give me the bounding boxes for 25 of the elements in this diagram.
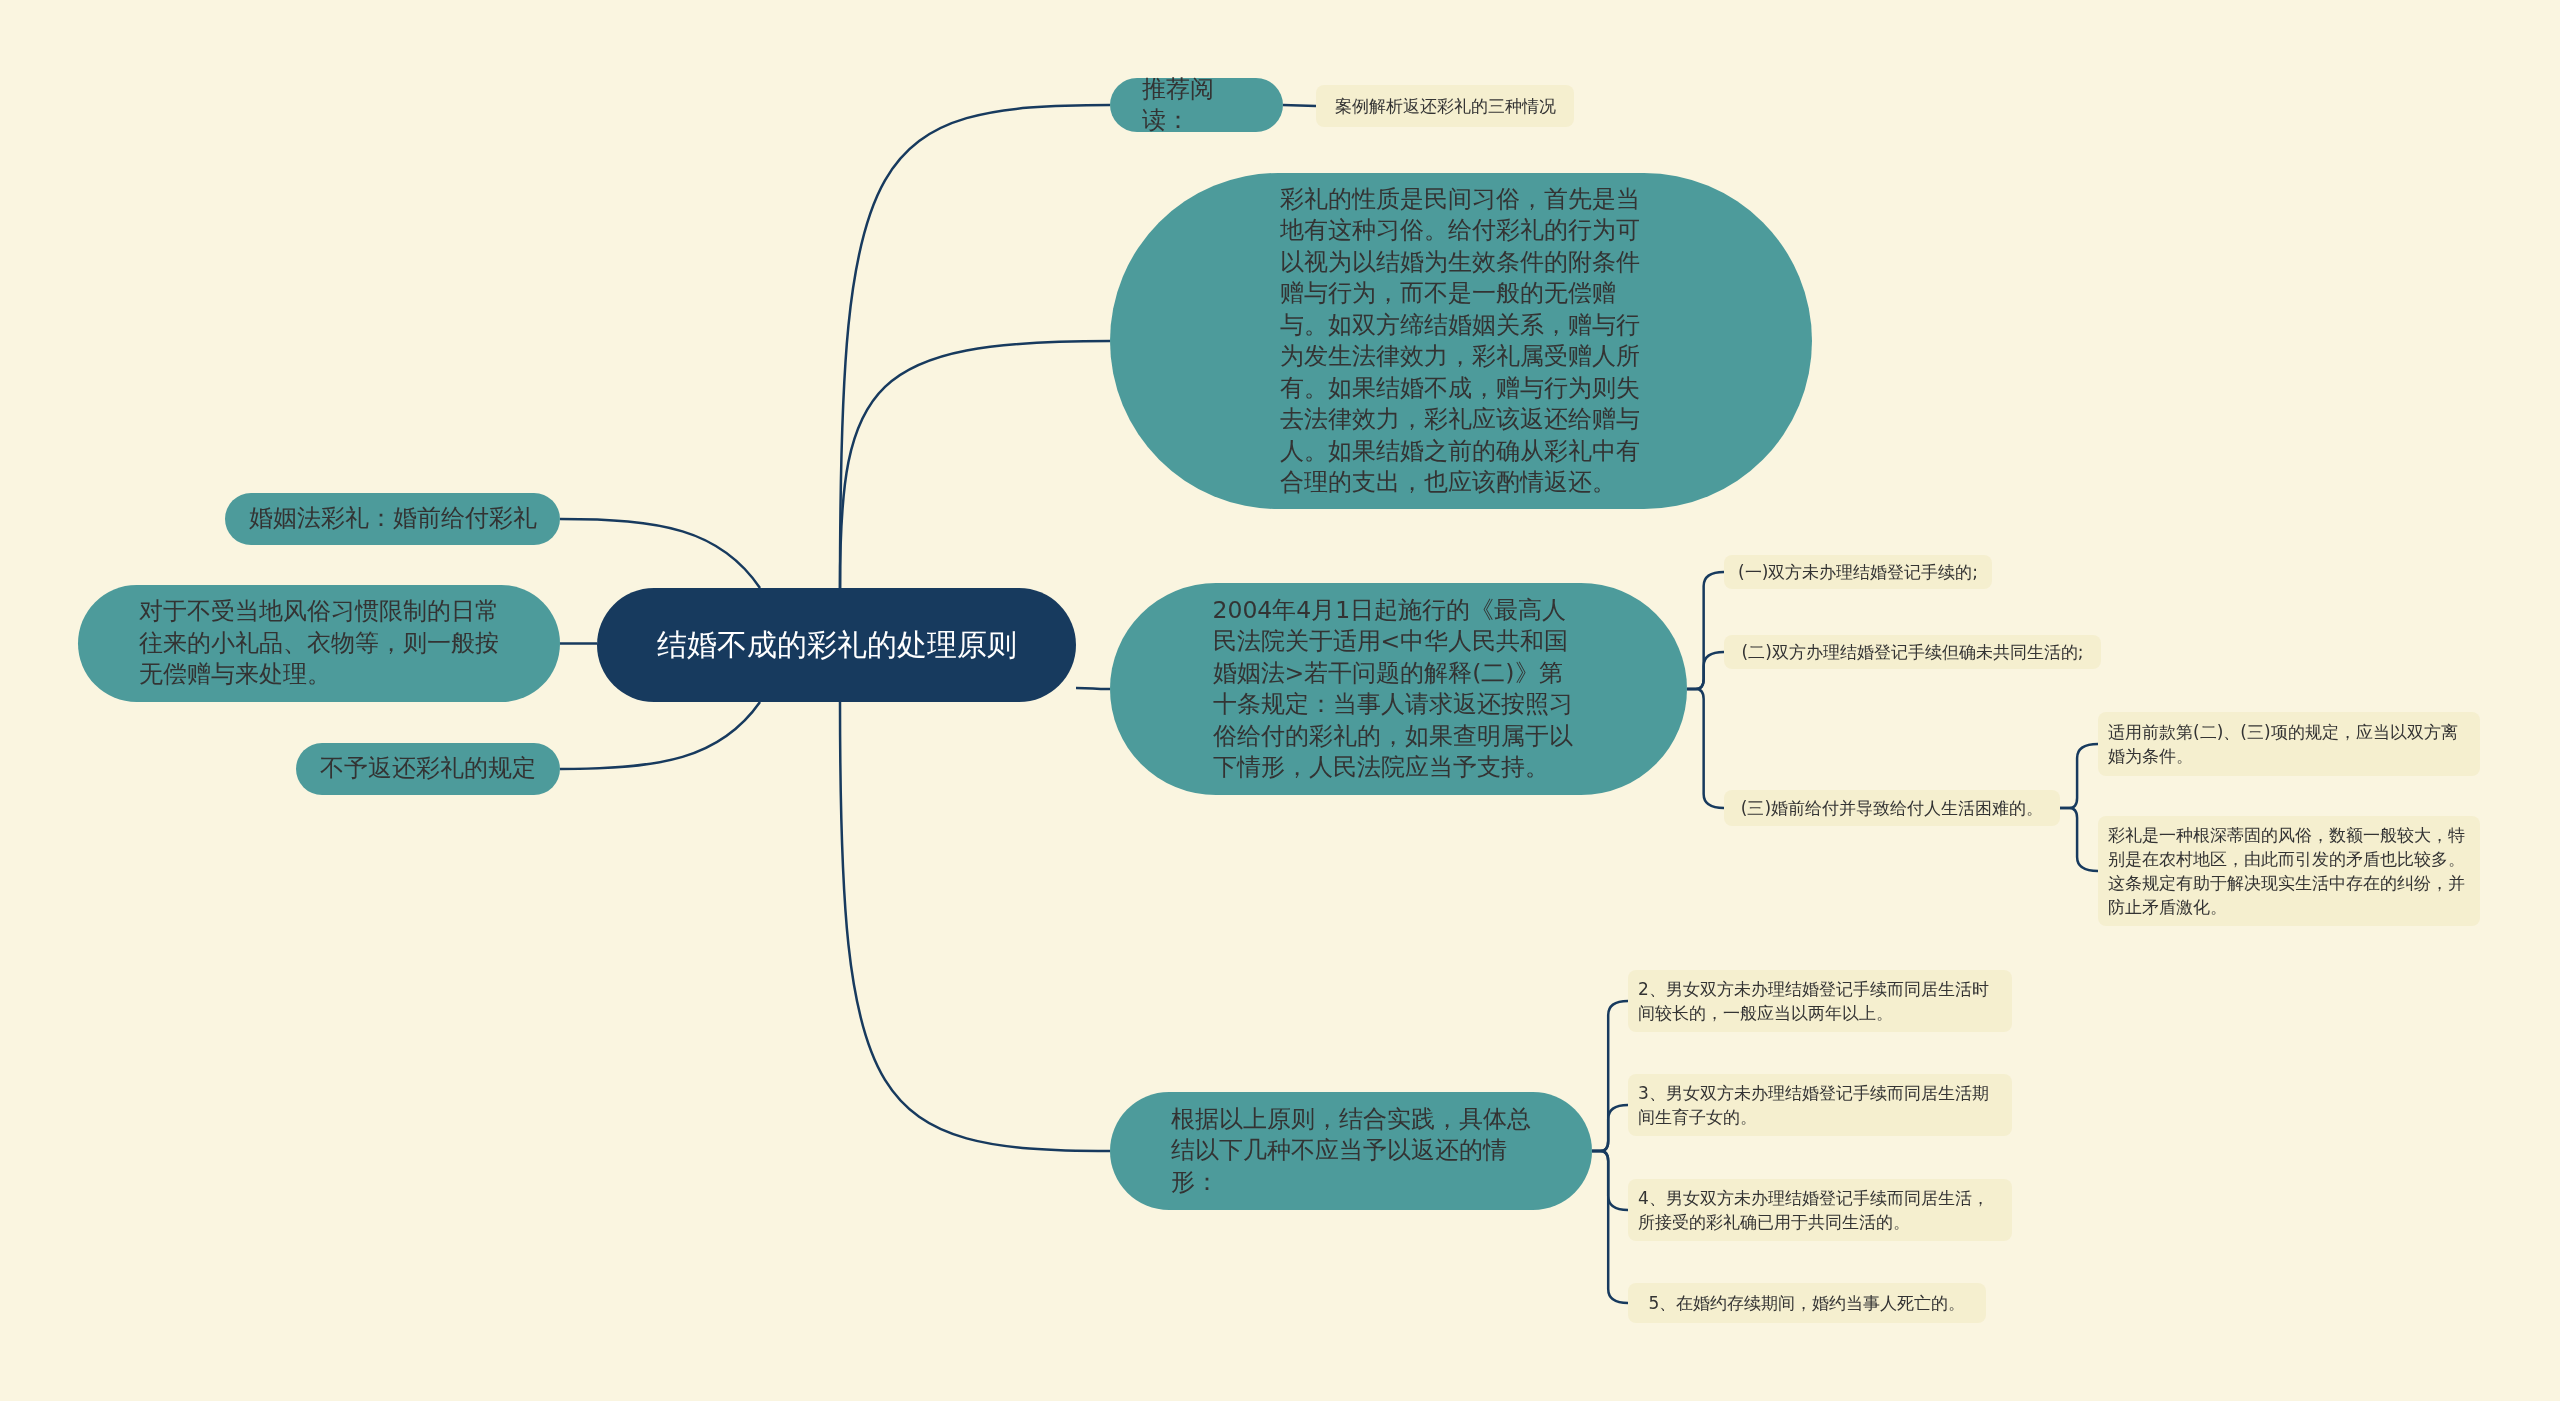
topic-bubble: 根据以上原则，结合实践，具体总结以下几种不应当予以返还的情形： — [1110, 1092, 1592, 1210]
connector-line — [1282, 103, 1317, 108]
note-box: 案例解析返还彩礼的三种情况 — [1316, 85, 1574, 127]
connector-line — [560, 642, 597, 645]
connector-line — [838, 702, 1111, 1153]
note-box: (三)婚前给付并导致给付人生活困难的。 — [1724, 790, 2060, 826]
connector-line — [838, 339, 1111, 588]
connector-line — [560, 701, 761, 771]
topic-bubble: 婚姻法彩礼：婚前给付彩礼 — [225, 493, 560, 545]
note-box: 3、男女双方未办理结婚登记手续而同居生活期间生育子女的。 — [1628, 1074, 2012, 1136]
central-topic: 结婚不成的彩礼的处理原则 — [597, 588, 1076, 702]
connector-line — [1076, 686, 1110, 691]
note-box: 2、男女双方未办理结婚登记手续而同居生活时间较长的，一般应当以两年以上。 — [1628, 970, 2012, 1032]
note-box: 适用前款第(二)、(三)项的规定，应当以双方离婚为条件。 — [2098, 712, 2480, 776]
connector-line — [560, 517, 761, 589]
topic-bubble: 推荐阅读： — [1110, 78, 1283, 132]
topic-bubble: 2004年4月1日起施行的《最高人民法院关于适用<中华人民共和国婚姻法>若干问题的解释(二)》第十条规定：当事人请求返还按照习俗给付的彩礼的，如果查明属于以下情形，人民法院应当予支持。 — [1110, 583, 1687, 795]
note-box: (一)双方未办理结婚登记手续的; — [1724, 555, 1992, 589]
note-box: (二)双方办理结婚登记手续但确未共同生活的; — [1724, 635, 2101, 669]
topic-bubble: 不予返还彩礼的规定 — [296, 743, 560, 795]
note-box: 5、在婚约存续期间，婚约当事人死亡的。 — [1628, 1283, 1986, 1323]
topic-bubble: 彩礼的性质是民间习俗，首先是当地有这种习俗。给付彩礼的行为可以视为以结婚为生效条件的附条件赠与行为，而不是一般的无偿赠与。如双方缔结婚姻关系，赠与行为发生法律效力，彩礼属受赠人所有。如果结婚不成，赠与行为则失去法律效力，彩礼应该返还给赠与人。如果结婚之前的确从彩礼中有合理的支出，也应该酌情返还。 — [1110, 173, 1812, 509]
note-box: 4、男女双方未办理结婚登记手续而同居生活，所接受的彩礼确已用于共同生活的。 — [1628, 1179, 2012, 1241]
topic-bubble: 对于不受当地风俗习惯限制的日常往来的小礼品、衣物等，则一般按无偿赠与来处理。 — [78, 585, 560, 702]
note-box: 彩礼是一种根深蒂固的风俗，数额一般较大，特别是在农村地区，由此而引发的矛盾也比较多。这条规定有助于解决现实生活中存在的纠纷，并防止矛盾激化。 — [2098, 816, 2480, 926]
